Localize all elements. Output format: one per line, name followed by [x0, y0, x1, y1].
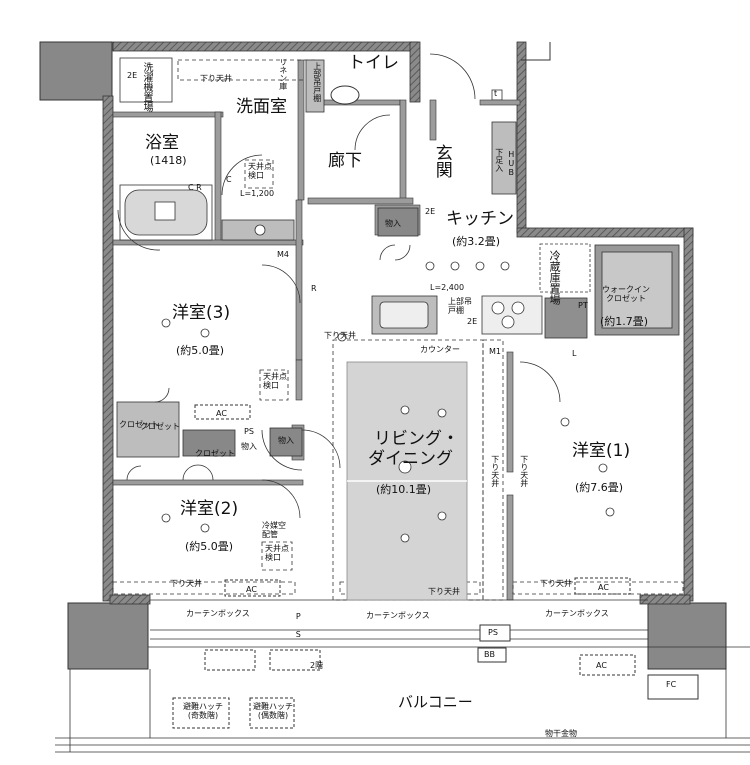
western2-size: (約5.0畳) [185, 540, 234, 553]
kitchen-label: キッチン [446, 209, 514, 229]
toilet-label: トイレ [348, 53, 399, 73]
storage-label-kitchen: 物入 [385, 219, 401, 228]
evac-hatch-odd-label: 避難ハッチ(奇数階) [183, 702, 223, 720]
inspection-label-3: 天井点検口 [265, 544, 289, 562]
cooling-pipe-label: 冷媒空配管 [262, 521, 286, 539]
door-swings [117, 53, 561, 519]
pt-label: PT [578, 301, 588, 310]
ac-label-4: AC [596, 661, 607, 670]
ps-vertical-label: P S [293, 612, 303, 639]
evac-hatch-even-label: 避難ハッチ(偶数階) [253, 702, 293, 720]
lowered-ceiling-label-1: 下り天井 [200, 74, 232, 83]
bb-box [477, 647, 507, 663]
window-band [55, 599, 750, 753]
bb-label: BB [484, 650, 495, 659]
two-e-label-1: 2E [127, 71, 138, 80]
curtain-box-label-3: カーテンボックス [545, 609, 609, 618]
living-label-1: リビング・ [374, 429, 459, 449]
exterior-walls [102, 41, 694, 605]
m4-label: M4 [277, 250, 289, 259]
lowered-ceiling-label-3: 下り天井 [490, 455, 500, 487]
walkin-size: (約1.7畳) [600, 315, 649, 328]
fridge-label: 冷蔵庫置場 [548, 250, 562, 305]
lowered-ceiling-label-2: 下り天井 [324, 331, 356, 340]
ac-label-3: AC [598, 583, 609, 592]
counter-label: カウンター [420, 345, 460, 354]
bath-size: (1418) [150, 154, 187, 167]
evac-hatch-even-box [249, 697, 295, 729]
storage-label-hall: 物入 [278, 436, 294, 445]
fc-box [647, 674, 699, 700]
lowered-ceiling-label-5: 下り天井 [170, 579, 202, 588]
two-e-label-3: 2E [467, 317, 478, 326]
upper-cabinet-label-2: 上部吊戸棚 [312, 62, 322, 102]
two-e-label-2: 2E [425, 207, 436, 216]
t-label: t [494, 89, 498, 98]
kitchen-size: (約3.2畳) [452, 235, 501, 248]
linen-label: リネン庫 [278, 58, 288, 90]
laundry-rail-label: 物干金物 [545, 729, 577, 738]
storage-label-room2: 物入 [241, 442, 257, 451]
floor2-label: 2階 [310, 661, 324, 670]
western3-label: 洋室(3) [172, 303, 231, 323]
column-top-left [39, 41, 113, 101]
ps-label: PS [488, 628, 498, 637]
geta-label: 下足入 [494, 148, 504, 172]
inspection-label-2: 天井点検口 [263, 372, 287, 390]
c-label: C [226, 175, 232, 184]
living-label-2: ダイニング [368, 449, 453, 469]
outdoor-unit-outlines [194, 404, 636, 676]
western1-size: (約7.6畳) [575, 481, 624, 494]
western1-label: 洋室(1) [572, 441, 631, 461]
hub-label: HUB [506, 150, 516, 177]
length-bath: L=1,200 [240, 189, 275, 198]
fixtures [116, 57, 680, 458]
m1-label: M1 [489, 347, 501, 356]
ac-label-1: AC [216, 409, 227, 418]
lowered-ceiling-label-7: 下り天井 [540, 579, 572, 588]
washroom-label: 洗面室 [236, 97, 287, 117]
entrance-label: 玄関 [431, 144, 452, 178]
length-kitchen: L=2,400 [430, 283, 465, 292]
lighting-symbols [161, 261, 615, 543]
curtain-box-label-2: カーテンボックス [366, 611, 430, 620]
bath-label: 浴室 [145, 133, 179, 153]
living-size: (約10.1畳) [376, 483, 432, 496]
walkin-label: ウォークインクロゼット [602, 285, 650, 303]
ac-label-2: AC [246, 585, 257, 594]
inspection-label-1: 天井点検口 [248, 162, 272, 180]
column-bottom-right [647, 602, 727, 670]
lowered-ceiling-label-4: 下り天井 [519, 455, 529, 487]
ps-box [479, 624, 511, 642]
upper-cabinet-label: 上部吊戸棚 [448, 297, 472, 315]
small-closet-label: クロゼット [119, 420, 159, 429]
corridor-label: 廊下 [328, 151, 362, 171]
lowered-ceiling-label-6: 下り天井 [428, 587, 460, 596]
evac-hatch-odd-box [172, 697, 230, 729]
curtain-box-label-1: カーテンボックス [186, 609, 250, 618]
western3-size: (約5.0畳) [176, 344, 225, 357]
laundry-label: 洗濯機置場 [141, 62, 152, 112]
closet-label-room3: クロゼット [140, 422, 180, 431]
column-bottom-left [67, 602, 149, 670]
closet-label-room2: クロゼット [195, 449, 235, 458]
r-label: R [311, 284, 317, 293]
cr-label: C R [188, 183, 202, 192]
l-label: L [572, 349, 577, 358]
toilet-bowl [330, 85, 360, 105]
balcony-label: バルコニー [398, 693, 473, 711]
western2-label: 洋室(2) [180, 499, 239, 519]
ps-small-label: PS [244, 427, 254, 436]
fc-label: FC [666, 680, 677, 689]
